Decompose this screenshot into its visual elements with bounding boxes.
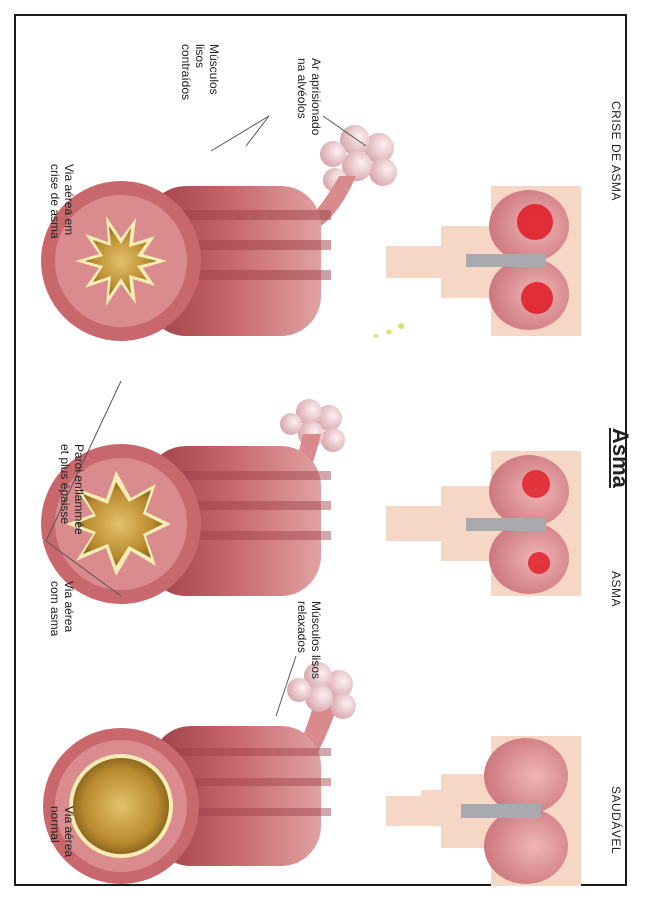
lumen-normal — [73, 758, 169, 854]
callout-relaxed-muscles: Músculos lisos relaxados — [295, 601, 323, 679]
figure-frame: Asma SAUDÁVEL ASMA CRISE DE ASMA — [14, 14, 627, 886]
leader-line — [246, 116, 269, 146]
caption-crisis: Via aérea em crise de asma — [48, 164, 76, 239]
torso-crisis — [374, 186, 581, 338]
leader-line — [211, 116, 269, 151]
callout-contracted-muscles: Músculos lisos contraídos — [179, 44, 221, 100]
inflammation-icon — [521, 282, 553, 314]
trachea-icon — [466, 518, 546, 531]
airway-asthma — [41, 399, 345, 604]
trachea-icon — [461, 804, 541, 818]
inflammation-icon — [517, 204, 553, 240]
trachea-icon — [466, 254, 546, 267]
alveoli-cluster — [320, 125, 397, 192]
inflammation-icon — [522, 470, 550, 498]
wheeze-icon — [374, 334, 378, 338]
torso-healthy — [386, 736, 581, 886]
torso-asthma — [386, 451, 581, 596]
wheeze-icon — [387, 330, 392, 335]
caption-asthma: Via aérea com asma — [48, 581, 76, 636]
callout-trapped-air: Ar aprisionado na alvéolos — [295, 58, 323, 135]
caption-healthy: Via aérea normal — [48, 806, 76, 857]
lung-icon — [484, 738, 568, 814]
airway-crisis — [41, 125, 397, 341]
airway-healthy — [43, 662, 356, 884]
lung-icon — [484, 808, 568, 884]
lung-icon — [489, 522, 569, 594]
illustration — [36, 36, 641, 898]
wheeze-icon — [398, 323, 404, 329]
callout-inflamed-wall: Paroi enflammée et plus épaisse — [58, 444, 86, 535]
asthma-diagram: Asma SAUDÁVEL ASMA CRISE DE ASMA — [36, 36, 641, 898]
inflammation-icon — [528, 552, 550, 574]
